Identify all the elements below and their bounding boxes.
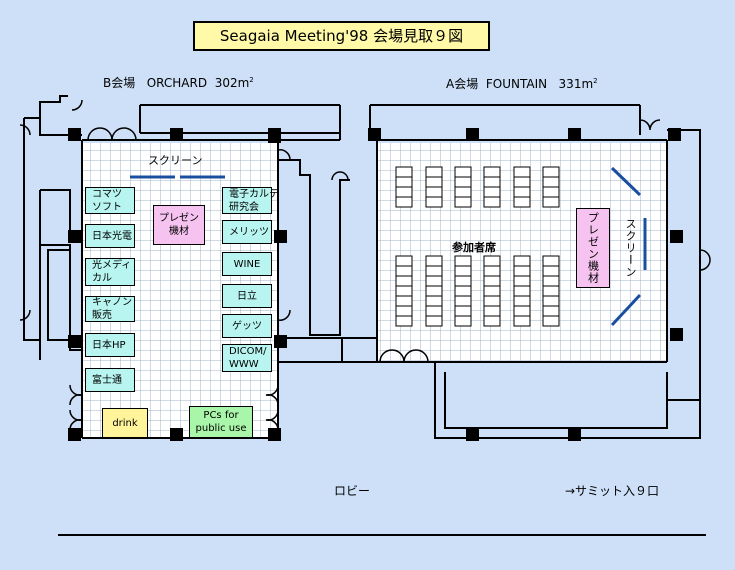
a-hall-area: 331m [558, 77, 594, 91]
doors [19, 99, 711, 431]
b-hall-area: 302m [214, 76, 250, 90]
booth-drink: drink [102, 408, 148, 438]
booth-right-3: WINE [222, 252, 272, 276]
seat-rows [395, 166, 560, 327]
booth-right-6: DICOM/ WWW [222, 344, 272, 372]
seat-block [483, 255, 501, 327]
summit-entrance-label: →サミット入９口 [565, 484, 660, 498]
booth-left-2: 日本光電 [85, 224, 135, 248]
seat-block [542, 255, 560, 327]
seat-block [395, 255, 413, 327]
b-hall-area-sup: 2 [249, 76, 254, 84]
b-screen-label: スクリーン [148, 154, 203, 167]
seats-label: 参加者席 [452, 241, 496, 254]
booth-pcs: PCs for public use [189, 406, 253, 438]
booth-left-4: キャノン 販売 [85, 296, 135, 322]
seat-block [425, 255, 443, 327]
booth-presen-b: プレゼン 機材 [153, 205, 205, 245]
booth-left-5: 日本HP [85, 333, 135, 357]
pillars [68, 128, 683, 441]
booth-right-5: ゲッツ [222, 314, 272, 338]
a-hall-name: A会場 [446, 77, 479, 91]
booth-left-1: コマツ ソフト [85, 187, 135, 214]
a-screen-bars [610, 166, 647, 327]
booth-right-1: 電子カルテ 研究会 [222, 187, 279, 214]
booth-right-4: 日立 [222, 284, 272, 308]
a-screen-label: スクリーン [624, 218, 637, 278]
a-hall-area-sup: 2 [593, 77, 598, 85]
a-hall-room: FOUNTAIN [485, 77, 548, 91]
b-hall-name: B会場 [103, 76, 136, 90]
booth-left-3: 光メディ カル [85, 258, 135, 286]
seat-block [513, 255, 531, 327]
a-hall-label: A会場 FOUNTAIN 331m2 [446, 75, 598, 92]
presen-a-text: プレゼン機材 [586, 212, 600, 284]
seat-block [454, 255, 472, 327]
booth-presen-a: プレゼン機材 [576, 208, 610, 288]
walls [23, 95, 706, 536]
diagram-title: Seagaia Meeting'98 会場見取９図 [193, 21, 490, 51]
booth-left-6: 富士通 [85, 368, 135, 392]
b-hall-label: B会場 ORCHARD 302m2 [103, 74, 254, 91]
b-hall-room: ORCHARD [146, 76, 208, 90]
lobby-label: ロビー [334, 484, 371, 498]
booth-right-2: メリッツ [222, 220, 272, 244]
